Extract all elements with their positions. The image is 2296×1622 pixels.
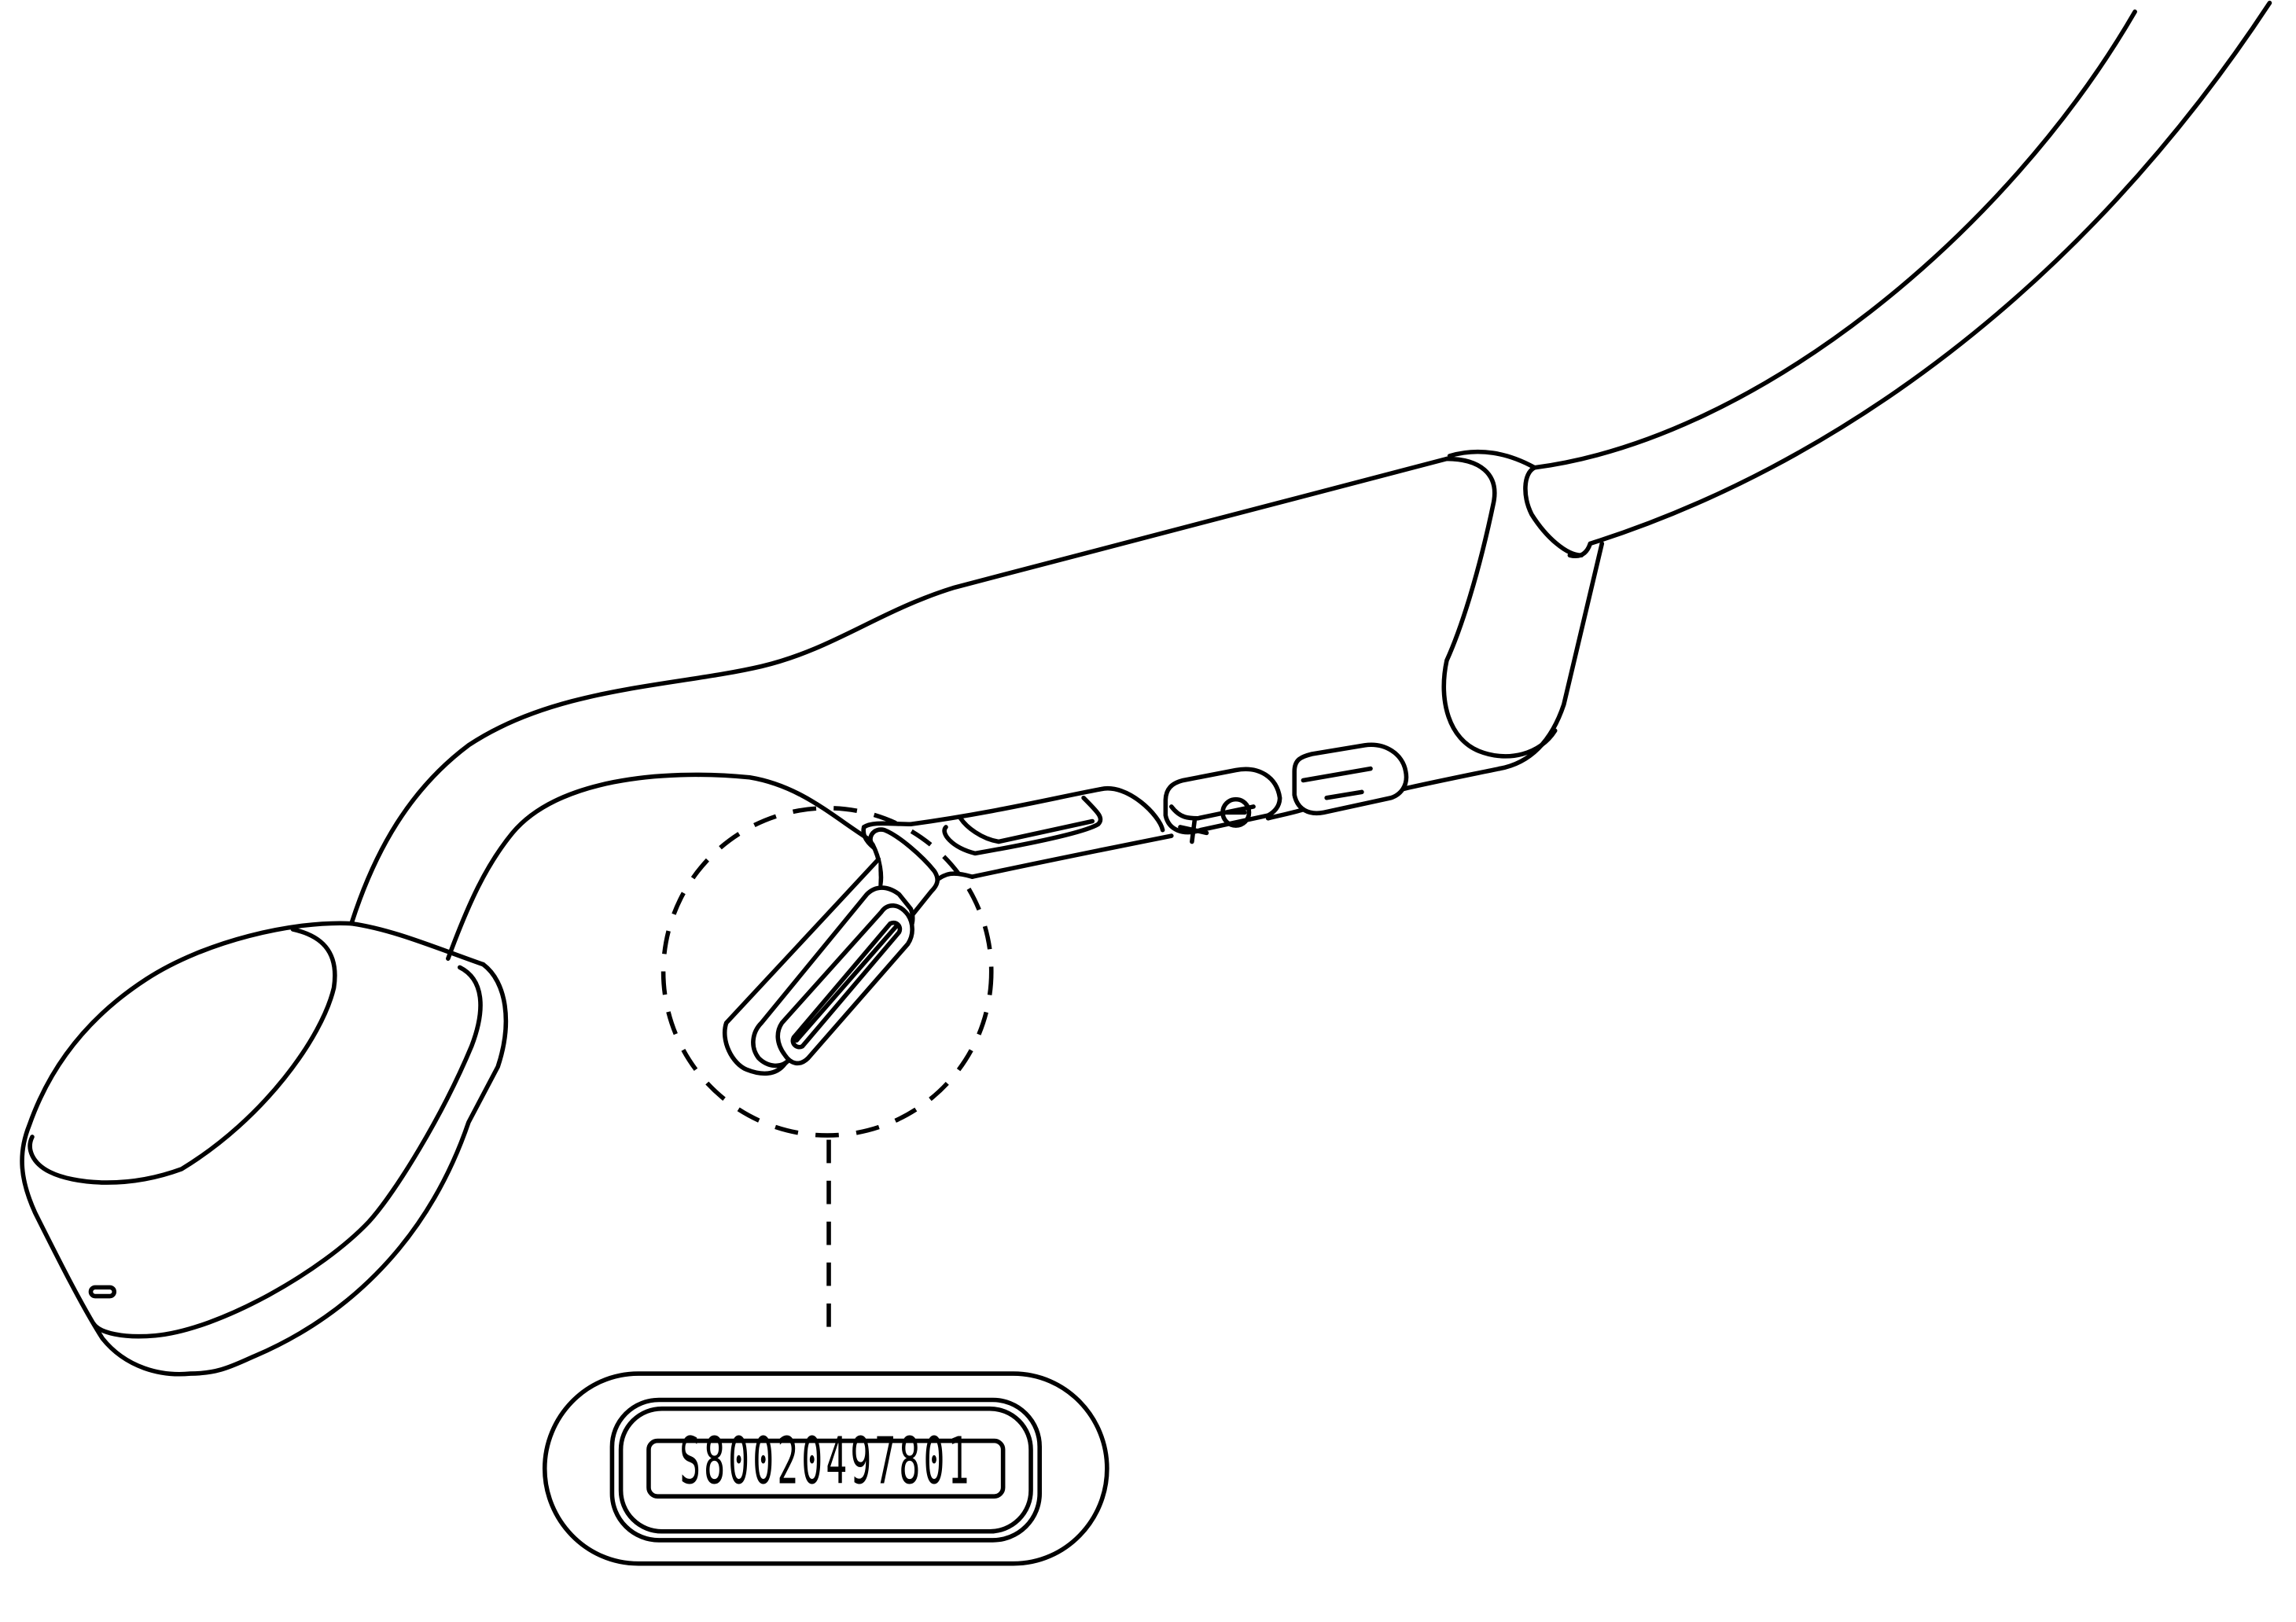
- minus-icon: [1324, 789, 1364, 800]
- volume-up-button: [1163, 767, 1282, 844]
- hinge-block: [1441, 449, 1605, 771]
- port-cover-flap: [723, 827, 940, 1076]
- zoom-highlight-circle: [660, 805, 994, 1138]
- plus-icon: [1178, 816, 1209, 844]
- arm-upper-outline: [349, 456, 1449, 926]
- volume-down-button: [1292, 742, 1409, 816]
- headband: [1523, 0, 2272, 558]
- serial-number-callout: S80020497801: [542, 1371, 1109, 1566]
- indicator-light: [88, 1285, 117, 1299]
- serial-number-text: S80020497801: [679, 1425, 972, 1499]
- earpiece-housing: [20, 921, 509, 1377]
- arm-lower-outline: [446, 766, 1502, 962]
